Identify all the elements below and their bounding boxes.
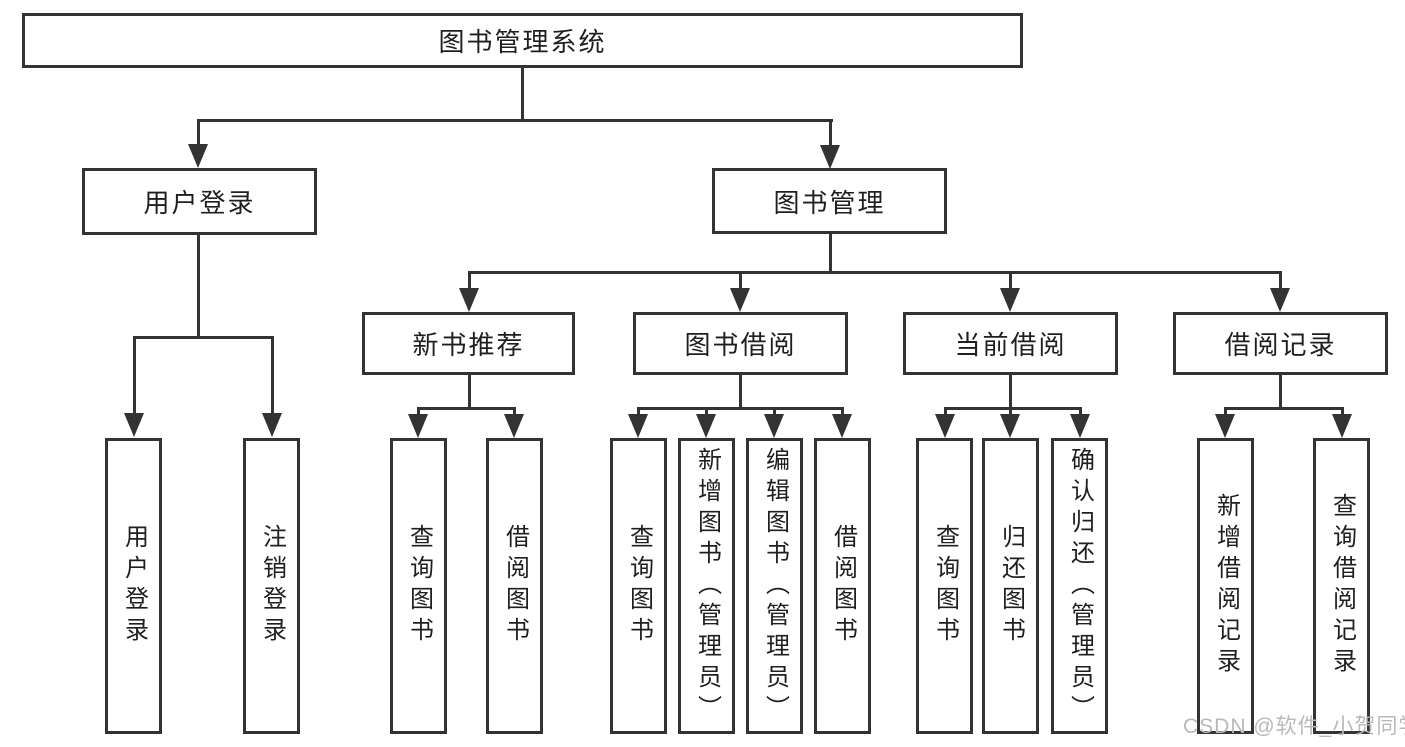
node-cb-query-label: 查询图书: [931, 524, 959, 648]
node-cb-return: 归还图书: [982, 438, 1039, 734]
node-root-label: 图书管理系统: [438, 27, 607, 57]
connector-drop-br-add: [1223, 408, 1227, 416]
arrowhead-down-icon: [1332, 414, 1352, 438]
arrowhead-down-icon: [188, 144, 208, 168]
connector-bb-hbar: [636, 406, 844, 410]
node-borrow-record: 借阅记录: [1173, 312, 1388, 375]
connector-drop-book-mgmt: [828, 120, 832, 146]
node-ul-logout-label: 注销登录: [258, 524, 286, 648]
arrowhead-down-icon: [820, 145, 840, 169]
connector-drop-ul-logout: [270, 337, 274, 414]
arrowhead-down-icon: [730, 288, 750, 312]
arrowhead-down-icon: [1270, 288, 1290, 312]
arrowhead-down-icon: [628, 414, 648, 438]
arrowhead-down-icon: [1215, 414, 1235, 438]
node-borrow-record-label: 借阅记录: [1224, 330, 1337, 360]
arrowhead-down-icon: [696, 414, 716, 438]
node-br-add: 新增借阅记录: [1197, 438, 1254, 734]
arrowhead-down-icon: [832, 414, 852, 438]
node-book-mgmt-label: 图书管理: [773, 187, 886, 218]
node-br-add-label: 新增借阅记录: [1212, 493, 1240, 679]
node-bb-add: 新增图书（管理员）: [678, 438, 735, 734]
connector-drop-nb-query: [416, 408, 420, 416]
csdn-watermark: CSDN @软件_小贺同学: [1183, 715, 1405, 738]
node-current-borrow: 当前借阅: [903, 312, 1118, 375]
node-user-login-label: 用户登录: [143, 188, 256, 218]
node-ul-login: 用户登录: [105, 438, 162, 734]
node-new-book-rec: 新书推荐: [362, 312, 575, 375]
connector-drop-cb-query: [943, 408, 947, 416]
node-book-borrow: 图书借阅: [633, 312, 848, 375]
node-root: 图书管理系统: [22, 13, 1023, 68]
connector-drop-bb-borrow: [840, 408, 844, 416]
connector-drop-cb-confirm: [1078, 408, 1082, 416]
node-br-query: 查询借阅记录: [1313, 438, 1370, 734]
connector-drop-book-borrow: [738, 272, 742, 289]
arrowhead-down-icon: [459, 288, 479, 312]
connector-drop-cb-return: [1008, 408, 1012, 416]
node-bb-add-label: 新增图书（管理员）: [693, 446, 721, 726]
connector-cb-stem: [1008, 375, 1012, 409]
connector-drop-new-book-rec: [467, 272, 471, 289]
node-bb-edit-label: 编辑图书（管理员）: [761, 446, 789, 726]
arrowhead-down-icon: [1070, 414, 1090, 438]
node-bb-borrow-label: 借阅图书: [829, 524, 857, 648]
arrowhead-down-icon: [124, 413, 144, 437]
arrowhead-down-icon: [262, 413, 282, 437]
connector-nbr-stem: [467, 375, 471, 409]
node-bb-borrow: 借阅图书: [814, 438, 871, 734]
connector-bookmgmt-stem: [828, 234, 832, 273]
node-bb-query: 查询图书: [610, 438, 667, 734]
node-cb-confirm-label: 确认归还（管理员）: [1066, 446, 1094, 726]
connector-root-hbar: [196, 118, 833, 122]
connector-drop-br-query: [1340, 408, 1344, 416]
arrowhead-down-icon: [408, 414, 428, 438]
node-nb-borrow-label: 借阅图书: [501, 524, 529, 648]
arrowhead-down-icon: [504, 414, 524, 438]
connector-root-stem: [520, 68, 524, 120]
node-cb-return-label: 归还图书: [997, 524, 1025, 648]
connector-userlogin-stem: [196, 235, 200, 338]
connector-userlogin-hbar: [132, 335, 274, 339]
connector-drop-bb-query: [636, 408, 640, 416]
node-bb-query-label: 查询图书: [625, 524, 653, 648]
connector-nbr-hbar: [416, 406, 516, 410]
node-nb-borrow: 借阅图书: [486, 438, 543, 734]
connector-drop-bb-add: [704, 408, 708, 416]
node-book-mgmt: 图书管理: [712, 168, 947, 234]
connector-drop-current-borrow: [1008, 272, 1012, 289]
node-br-query-label: 查询借阅记录: [1328, 493, 1356, 679]
connector-br-hbar: [1223, 406, 1344, 410]
node-nb-query-label: 查询图书: [405, 524, 433, 648]
node-ul-login-label: 用户登录: [120, 524, 148, 648]
connector-drop-ul-login: [132, 337, 136, 414]
node-ul-logout: 注销登录: [243, 438, 300, 734]
node-bb-edit: 编辑图书（管理员）: [746, 438, 803, 734]
connector-br-stem: [1278, 375, 1282, 409]
arrowhead-down-icon: [1000, 414, 1020, 438]
connector-bookmgmt-hbar: [467, 270, 1282, 274]
connector-bb-stem: [738, 375, 742, 409]
connector-drop-nb-borrow: [512, 408, 516, 416]
connector-cb-hbar: [943, 406, 1082, 410]
arrowhead-down-icon: [1000, 288, 1020, 312]
node-current-borrow-label: 当前借阅: [954, 330, 1067, 360]
node-new-book-rec-label: 新书推荐: [412, 330, 525, 360]
arrowhead-down-icon: [935, 414, 955, 438]
arrowhead-down-icon: [764, 414, 784, 438]
connector-drop-bb-edit: [772, 408, 776, 416]
node-user-login: 用户登录: [82, 168, 317, 235]
node-cb-query: 查询图书: [916, 438, 973, 734]
node-cb-confirm: 确认归还（管理员）: [1051, 438, 1108, 734]
connector-drop-user-login: [196, 120, 200, 146]
connector-drop-borrow-record: [1278, 272, 1282, 289]
node-nb-query: 查询图书: [390, 438, 447, 734]
node-book-borrow-label: 图书借阅: [684, 330, 797, 360]
